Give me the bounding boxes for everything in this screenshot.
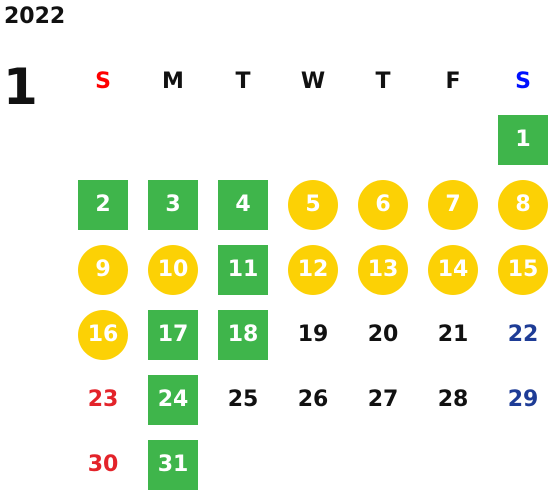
- day-cell[interactable]: 10: [138, 237, 208, 302]
- day-number: 11: [218, 244, 268, 295]
- day-cell[interactable]: 20: [348, 302, 418, 367]
- day-cell[interactable]: 26: [278, 367, 348, 432]
- day-cell[interactable]: 19: [278, 302, 348, 367]
- empty-cell: [138, 107, 208, 172]
- calendar-grid: S M T W T F S 1 2 3 4 5 6 7 8 9 10 11 12…: [68, 55, 548, 497]
- day-number: 7: [428, 179, 478, 230]
- day-cell[interactable]: 28: [418, 367, 488, 432]
- day-number: 23: [87, 387, 119, 412]
- day-cell[interactable]: 16: [68, 302, 138, 367]
- day-number: 17: [148, 309, 198, 360]
- day-cell[interactable]: 12: [278, 237, 348, 302]
- day-cell[interactable]: 14: [418, 237, 488, 302]
- weekday-header-wed: W: [300, 68, 326, 94]
- day-number: 22: [507, 322, 539, 347]
- day-cell[interactable]: 30: [68, 432, 138, 497]
- day-number: 13: [358, 244, 408, 295]
- day-number: 12: [288, 244, 338, 295]
- day-cell[interactable]: 2: [68, 172, 138, 237]
- day-number: 27: [367, 387, 399, 412]
- empty-cell: [208, 107, 278, 172]
- day-cell[interactable]: 5: [278, 172, 348, 237]
- day-number: 28: [437, 387, 469, 412]
- day-number: 2: [78, 179, 128, 230]
- day-cell[interactable]: 6: [348, 172, 418, 237]
- year-label: 2022: [4, 4, 66, 29]
- day-cell[interactable]: 24: [138, 367, 208, 432]
- day-number: 4: [218, 179, 268, 230]
- weekday-header-tue: T: [235, 68, 251, 94]
- weekday-header-sat: S: [515, 68, 531, 94]
- day-number: 1: [498, 114, 548, 165]
- empty-cell: [278, 107, 348, 172]
- day-number: 24: [148, 374, 198, 425]
- weekday-header-mon: M: [162, 68, 184, 94]
- day-number: 15: [498, 244, 548, 295]
- empty-cell: [68, 107, 138, 172]
- day-number: 8: [498, 179, 548, 230]
- weekday-header-fri: F: [445, 68, 461, 94]
- day-number: 3: [148, 179, 198, 230]
- day-number: 29: [507, 387, 539, 412]
- day-cell[interactable]: 15: [488, 237, 548, 302]
- day-number: 30: [87, 452, 119, 477]
- day-cell[interactable]: 11: [208, 237, 278, 302]
- day-number: 18: [218, 309, 268, 360]
- day-cell[interactable]: 18: [208, 302, 278, 367]
- day-cell[interactable]: 22: [488, 302, 548, 367]
- day-cell[interactable]: 1: [488, 107, 548, 172]
- day-number: 20: [367, 322, 399, 347]
- day-number: 31: [148, 439, 198, 490]
- day-number: 6: [358, 179, 408, 230]
- day-number: 10: [148, 244, 198, 295]
- day-number: 21: [437, 322, 469, 347]
- day-number: 25: [227, 387, 259, 412]
- day-cell[interactable]: 27: [348, 367, 418, 432]
- day-number: 14: [428, 244, 478, 295]
- day-number: 19: [297, 322, 329, 347]
- empty-cell: [348, 107, 418, 172]
- day-cell[interactable]: 23: [68, 367, 138, 432]
- day-cell[interactable]: 25: [208, 367, 278, 432]
- day-cell[interactable]: 13: [348, 237, 418, 302]
- day-cell[interactable]: 31: [138, 432, 208, 497]
- day-cell[interactable]: 29: [488, 367, 548, 432]
- day-cell[interactable]: 21: [418, 302, 488, 367]
- weekday-header-sun: S: [95, 68, 111, 94]
- day-cell[interactable]: 17: [138, 302, 208, 367]
- day-cell[interactable]: 9: [68, 237, 138, 302]
- day-number: 16: [78, 309, 128, 360]
- weekday-header-thu: T: [375, 68, 391, 94]
- day-cell[interactable]: 3: [138, 172, 208, 237]
- day-number: 5: [288, 179, 338, 230]
- empty-cell: [418, 107, 488, 172]
- day-cell[interactable]: 4: [208, 172, 278, 237]
- day-number: 9: [78, 244, 128, 295]
- day-cell[interactable]: 7: [418, 172, 488, 237]
- month-label: 1: [3, 58, 38, 116]
- day-number: 26: [297, 387, 329, 412]
- day-cell[interactable]: 8: [488, 172, 548, 237]
